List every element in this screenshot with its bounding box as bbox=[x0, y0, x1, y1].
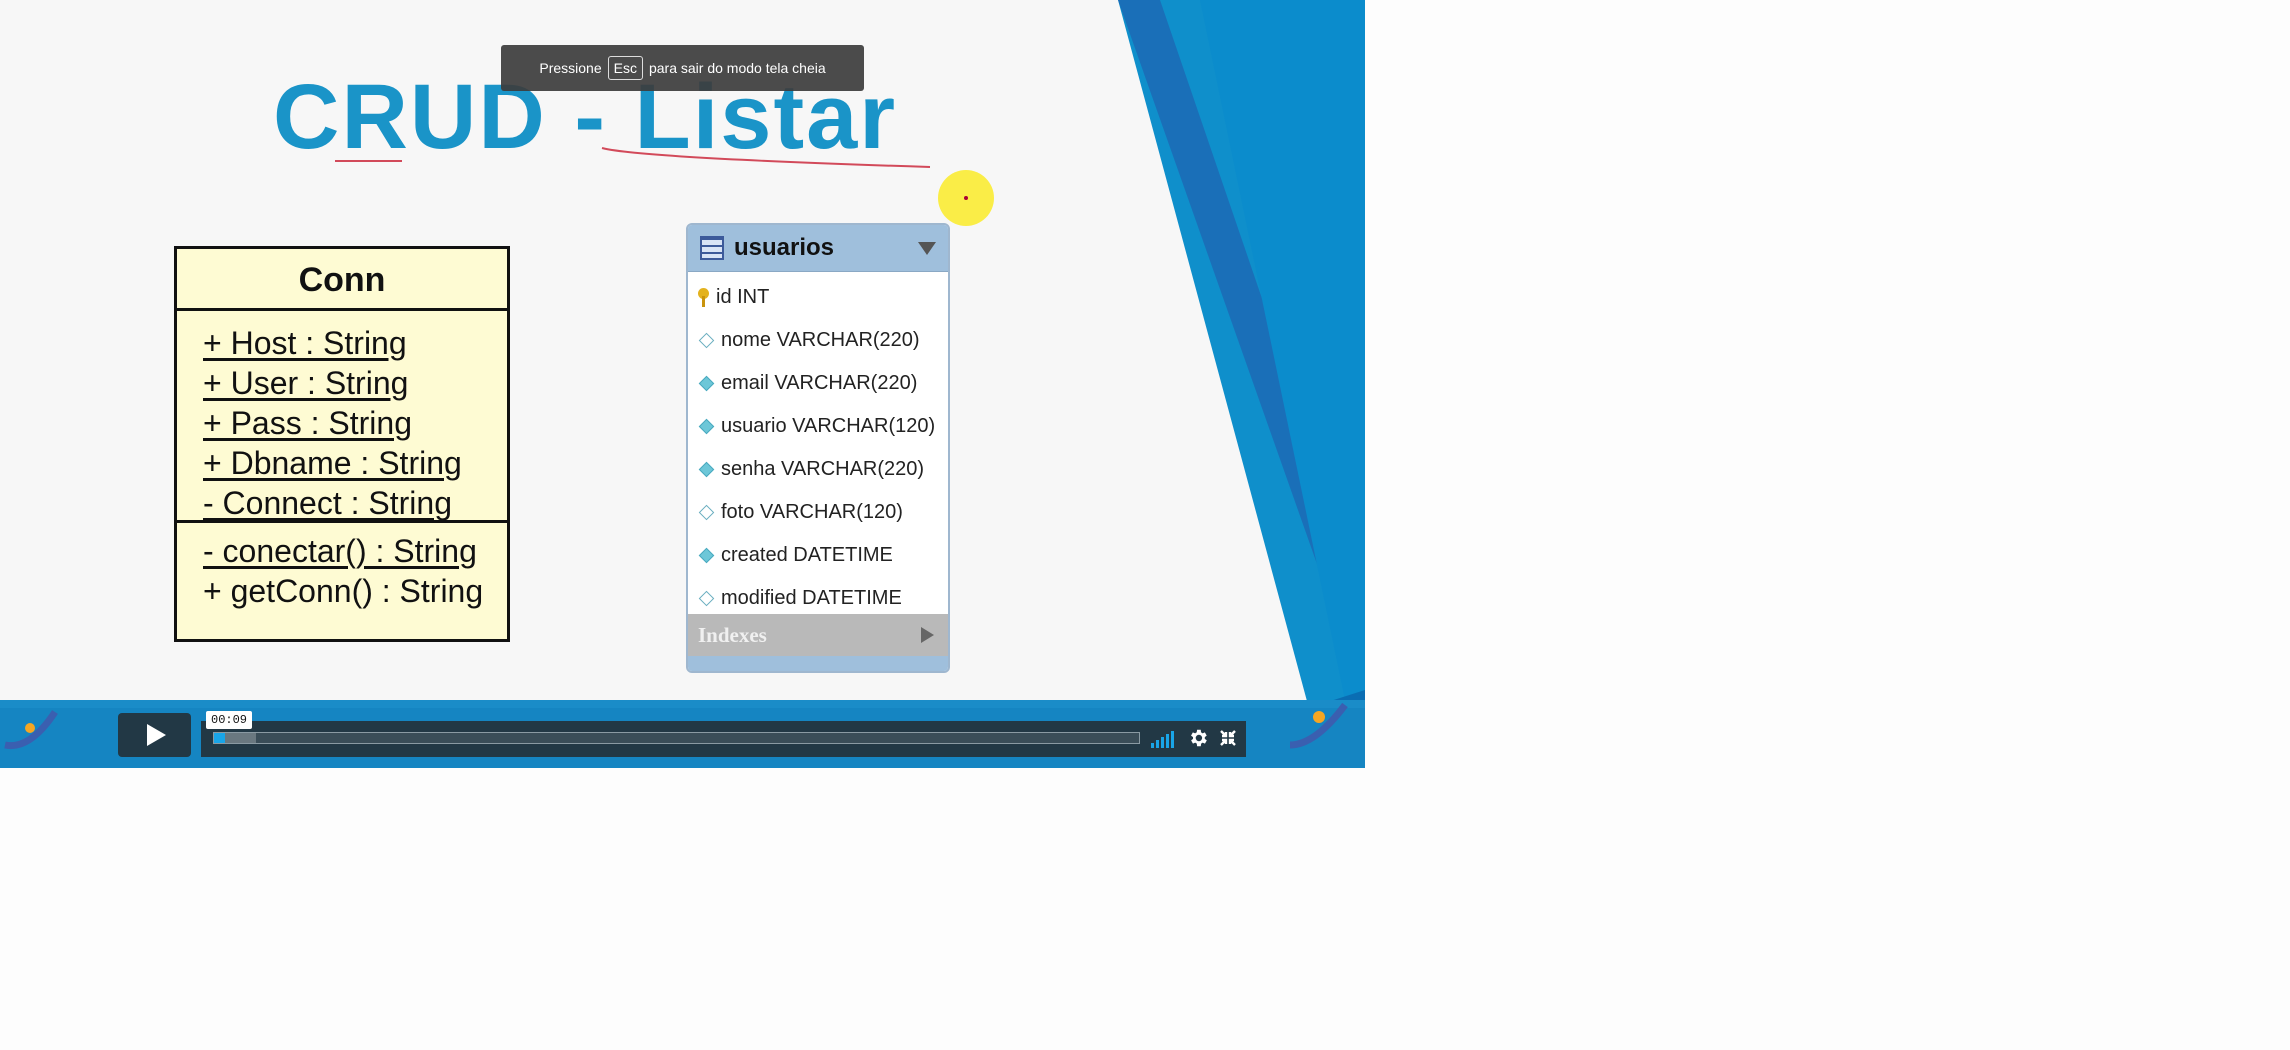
toast-prefix: Pressione bbox=[539, 60, 602, 76]
db-column: modified DATETIME bbox=[688, 577, 948, 620]
db-column: usuario VARCHAR(120) bbox=[688, 405, 948, 448]
volume-icon[interactable] bbox=[1151, 730, 1177, 748]
uml-operation: + getConn() : String bbox=[203, 573, 484, 609]
db-table-name: usuarios bbox=[734, 234, 835, 261]
db-column: foto VARCHAR(120) bbox=[688, 491, 948, 534]
uml-class-name: Conn bbox=[177, 249, 507, 311]
db-indexes-section: Indexes bbox=[688, 614, 948, 656]
uml-class-box: Conn + Host : String + User : String + P… bbox=[174, 246, 510, 642]
exit-fullscreen-icon[interactable] bbox=[1219, 729, 1237, 747]
uml-attribute: + User : String bbox=[203, 365, 409, 401]
db-column-label: id INT bbox=[716, 286, 770, 308]
db-column: email VARCHAR(220) bbox=[688, 362, 948, 405]
column-nullable-icon bbox=[698, 332, 715, 349]
db-column-label: usuario VARCHAR(120) bbox=[721, 415, 936, 437]
db-column: nome VARCHAR(220) bbox=[688, 319, 948, 362]
db-column-label: nome VARCHAR(220) bbox=[721, 329, 920, 351]
column-notnull-icon bbox=[698, 547, 715, 564]
primary-key-icon bbox=[696, 287, 710, 308]
cursor-highlight bbox=[938, 170, 994, 226]
db-column-label: email VARCHAR(220) bbox=[721, 372, 918, 394]
progress-buffered bbox=[214, 733, 256, 743]
uml-operations: - conectar() : String + getConn() : Stri… bbox=[177, 523, 507, 611]
expand-arrow-icon bbox=[921, 627, 934, 643]
video-frame[interactable]: CRUD - Listar Conn + Host : String + Use… bbox=[0, 0, 1365, 768]
player-control-bar bbox=[201, 721, 1246, 757]
db-column: created DATETIME bbox=[688, 534, 948, 577]
settings-gear-icon[interactable] bbox=[1187, 727, 1209, 749]
db-column: id INT bbox=[688, 276, 948, 319]
column-notnull-icon bbox=[698, 418, 715, 435]
db-table-header: usuarios bbox=[688, 225, 948, 272]
uml-attribute: - Connect : String bbox=[203, 485, 452, 521]
db-column-list: id INT nome VARCHAR(220) email VARCHAR(2… bbox=[688, 272, 948, 620]
db-column-label: senha VARCHAR(220) bbox=[721, 458, 925, 480]
table-icon bbox=[700, 236, 724, 260]
progress-played bbox=[214, 733, 226, 743]
db-column-label: modified DATETIME bbox=[721, 587, 902, 609]
db-column: senha VARCHAR(220) bbox=[688, 448, 948, 491]
db-table-footer bbox=[688, 656, 948, 671]
progress-bar[interactable] bbox=[213, 732, 1140, 744]
uml-attribute: + Dbname : String bbox=[203, 445, 462, 481]
db-indexes-label: Indexes bbox=[698, 622, 767, 647]
column-notnull-icon bbox=[698, 375, 715, 392]
time-tooltip: 00:09 bbox=[206, 711, 253, 729]
column-nullable-icon bbox=[698, 504, 715, 521]
column-notnull-icon bbox=[698, 461, 715, 478]
db-column-label: foto VARCHAR(120) bbox=[721, 501, 903, 523]
collapse-caret-icon bbox=[918, 241, 936, 255]
fullscreen-toast: Pressione Esc para sair do modo tela che… bbox=[501, 45, 864, 91]
uml-attributes: + Host : String + User : String + Pass :… bbox=[177, 311, 507, 523]
uml-operation: - conectar() : String bbox=[203, 533, 477, 569]
uml-attribute: + Host : String bbox=[203, 325, 407, 361]
db-table-usuarios: usuarios id INT nome VARCHAR(220) email … bbox=[686, 223, 950, 673]
column-nullable-icon bbox=[698, 590, 715, 607]
toast-suffix: para sair do modo tela cheia bbox=[648, 60, 826, 76]
play-button[interactable] bbox=[118, 713, 191, 757]
uml-attribute: + Pass : String bbox=[203, 405, 412, 441]
db-column-label: created DATETIME bbox=[721, 544, 893, 566]
esc-key-hint: Esc bbox=[607, 56, 643, 80]
play-icon bbox=[147, 724, 166, 746]
